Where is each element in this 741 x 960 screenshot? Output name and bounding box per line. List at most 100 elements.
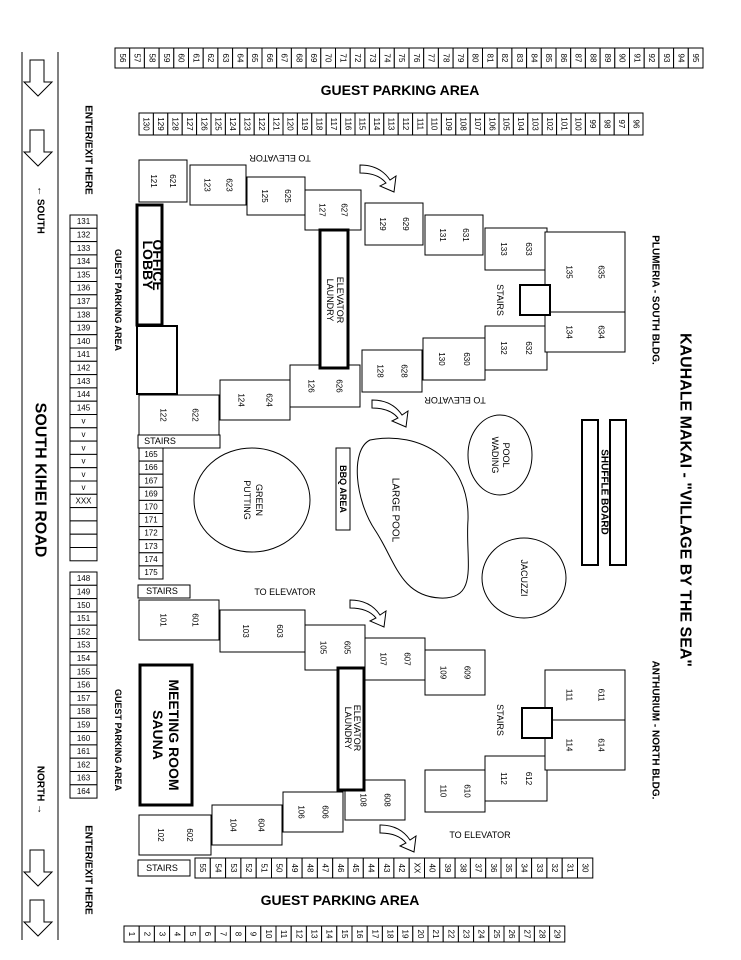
green-label: GREEN [254, 484, 264, 516]
parking-space-top-label: 94 [676, 54, 685, 63]
guest-parking-top: GUEST PARKING AREA [321, 82, 480, 98]
parking-space-row2-label: 98 [603, 120, 612, 129]
stair-square-north [521, 707, 553, 739]
entry-arrow [22, 849, 54, 887]
parking-space-bottom-label: 47 [321, 864, 330, 873]
parking-space-bottom-label: 36 [489, 864, 498, 873]
north-bldg-label: ANTHURIUM - NORTH BLDG. [650, 661, 661, 800]
parking-space-bottom-label: 49 [290, 864, 299, 873]
parking-space-top-label: 80 [471, 54, 480, 63]
stairs-label: STAIRS [144, 436, 176, 446]
parking-space-row2-label: 122 [257, 117, 266, 131]
unit-south [484, 325, 548, 371]
unit-south-number-high: 623 [225, 178, 234, 192]
parking-space-center-label: 171 [144, 516, 158, 525]
parking-space-row2-label: 101 [559, 117, 568, 131]
unit-north [282, 791, 344, 833]
unit-south-number-low: 122 [159, 408, 168, 422]
parking-space-bottom-label: 34 [519, 864, 528, 873]
parking-space-lowest-label: 26 [507, 930, 516, 939]
parking-space-top-label: 58 [147, 54, 156, 63]
parking-space-top-label: 78 [441, 54, 450, 63]
parking-space-left-label: 156 [77, 681, 91, 690]
parking-space-left-label: 136 [77, 284, 91, 293]
parking-space-lowest-label: 24 [477, 930, 486, 939]
unit-south-number-low: 121 [149, 174, 158, 188]
unit-south-number-low: 129 [378, 217, 387, 231]
unit-south [544, 311, 626, 353]
unit-south-number-high: 624 [265, 393, 274, 407]
unit-north-number-low: 104 [229, 818, 238, 832]
parking-space-row2-label: 114 [372, 118, 381, 131]
parking-space-lowest [549, 925, 566, 943]
parking-space-bottom-label: 39 [443, 864, 452, 873]
unit-south-number-low: 127 [317, 203, 326, 217]
unit-south-number-high: 630 [462, 352, 471, 366]
wading-pool [467, 414, 533, 496]
unit-north-number-low: 110 [439, 785, 448, 798]
unit-north-number-high: 605 [343, 641, 352, 655]
unit-south-number-high: 622 [191, 408, 200, 422]
parking-space-left-label: 144 [77, 390, 91, 399]
parking-space-left [69, 507, 98, 522]
unit-south-number-low: 131 [438, 228, 447, 242]
parking-space-lowest-label: 10 [264, 930, 273, 939]
unit-south-number-low: 128 [376, 364, 385, 378]
parking-space-left-label: 157 [77, 694, 91, 703]
parking-space-center-label: 166 [144, 463, 158, 472]
parking-space-bottom-label: 43 [382, 864, 391, 873]
shuffle-board-label: SHUFFLE BOARD [599, 449, 610, 535]
unit-north-number-high: 606 [321, 805, 330, 819]
unit-south-number-high: 631 [461, 228, 470, 242]
parking-space-row2-label: 108 [459, 117, 468, 131]
parking-space-bottom-label: 37 [474, 864, 483, 873]
parking-space-left-label: v [82, 417, 86, 426]
unit-north-number-low: 106 [297, 805, 306, 819]
unit-south-number-high: 635 [597, 265, 606, 279]
parking-space-left [69, 784, 98, 799]
parking-space-center [138, 565, 164, 580]
parking-space-bottom-label: 51 [259, 864, 268, 873]
unit-north [219, 609, 306, 653]
parking-space-lowest-label: 19 [401, 930, 410, 939]
parking-space-left-label: 150 [77, 601, 91, 610]
parking-space-bottom-label: 42 [397, 864, 406, 873]
parking-space-center-label: 167 [144, 476, 158, 485]
unit-south [219, 379, 291, 421]
parking-space-row2-label: 120 [286, 117, 295, 131]
parking-space-lowest-label: 2 [142, 932, 151, 937]
parking-space-top-label: 71 [338, 54, 347, 63]
parking-space-left-label: 131 [77, 217, 91, 226]
unit-south [424, 214, 484, 256]
parking-space-left-label: 138 [77, 310, 91, 319]
parking-space-bottom-label: 33 [535, 864, 544, 873]
parking-space-center-label: 175 [144, 568, 158, 577]
parking-space-lowest-label: 18 [386, 930, 395, 939]
parking-space-left-label: v [82, 483, 86, 492]
unit-south [138, 394, 220, 436]
laundry-elevator-north [336, 666, 366, 792]
parking-space-row2-label: 121 [271, 117, 280, 131]
elevator-arrow [359, 164, 397, 193]
parking-space-bottom-label: 54 [213, 864, 222, 873]
south-direction: ← SOUTH [35, 186, 46, 234]
parking-space-top-label: 70 [324, 54, 333, 63]
parking-space-top-label: 60 [177, 54, 186, 63]
parking-space-bottom-label: 52 [244, 864, 253, 873]
parking-space-top [687, 47, 704, 69]
parking-space-top-label: 92 [647, 54, 656, 63]
elevator-arrow [379, 824, 417, 853]
parking-space-lowest-label: 3 [158, 932, 167, 937]
parking-space-row2-label: 110 [430, 118, 439, 131]
parking-space-lowest-label: 25 [492, 930, 501, 939]
parking-space-left-label: 155 [77, 667, 91, 676]
parking-space-left-label: v [82, 443, 86, 452]
parking-space-top-label: 82 [500, 54, 509, 63]
unit-north-number-high: 607 [403, 652, 412, 666]
enter-exit-bottom: ENTER/EXIT HERE [83, 825, 94, 915]
parking-space-bottom-label: 31 [565, 864, 574, 873]
unit-south [422, 337, 486, 381]
elevator-arrow [349, 599, 387, 628]
parking-space-top-label: 91 [632, 54, 641, 63]
unit-south-number-high: 629 [401, 217, 410, 231]
